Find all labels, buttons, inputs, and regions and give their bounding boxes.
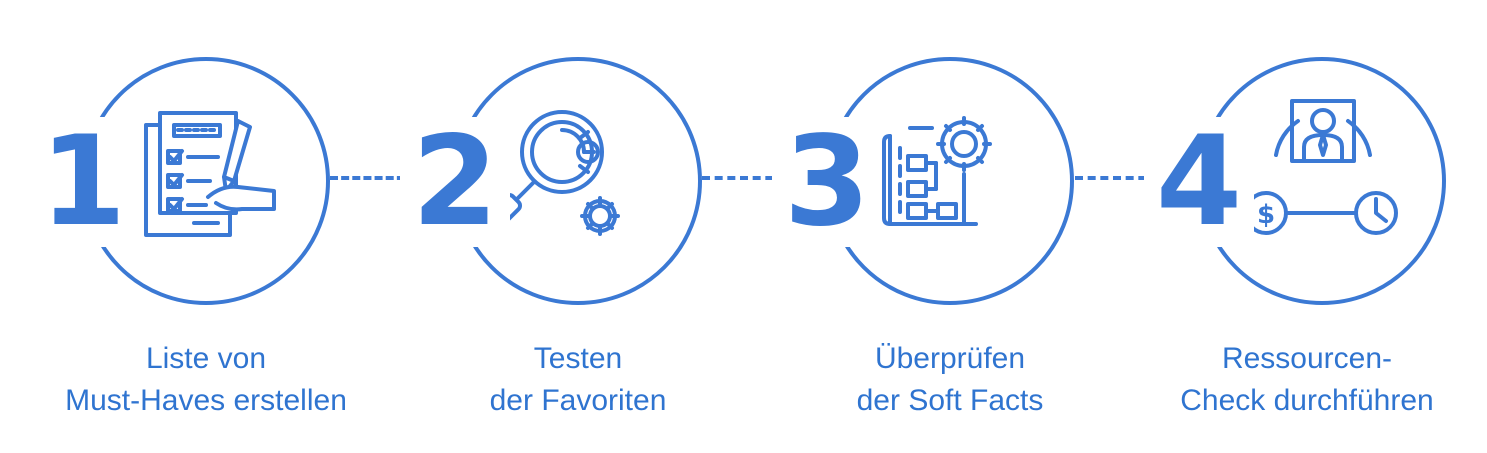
blueprint-flowchart-gear-icon: [882, 116, 992, 226]
step-4-label-line-1: Ressourcen-: [1221, 342, 1393, 375]
step-4-label: Ressourcen- Check durchführen: [1126, 338, 1487, 422]
step-1-number: 1: [28, 117, 138, 247]
step-1-label-line-2: Must-Haves erstellen: [65, 384, 347, 417]
connector-3-4: [1075, 176, 1159, 180]
step-3-label: Überprüfen der Soft Facts: [770, 338, 1130, 422]
step-2-label-line-2: der Favoriten: [489, 384, 667, 417]
checklist-writing-hand-icon: [144, 111, 276, 237]
step-4-number: 4: [1144, 117, 1254, 247]
step-2-label-line-1: Testen: [533, 342, 623, 375]
step-3-number: 3: [772, 117, 882, 247]
step-3-label-line-2: der Soft Facts: [856, 384, 1044, 417]
step-2-label: Testen der Favoriten: [398, 338, 758, 422]
svg-text:$: $: [1257, 200, 1275, 230]
connector-1-2: [330, 176, 416, 180]
step-4-label-line-2: Check durchführen: [1180, 384, 1434, 417]
step-1-label-line-1: Liste von: [145, 342, 267, 375]
magnifier-gears-icon: [500, 110, 620, 236]
step-3-label-line-1: Überprüfen: [874, 342, 1026, 375]
step-2-number: 2: [400, 117, 510, 247]
person-money-clock-icon: $: [1244, 99, 1398, 235]
step-1-label: Liste von Must-Haves erstellen: [26, 338, 386, 422]
connector-2-3: [702, 176, 786, 180]
